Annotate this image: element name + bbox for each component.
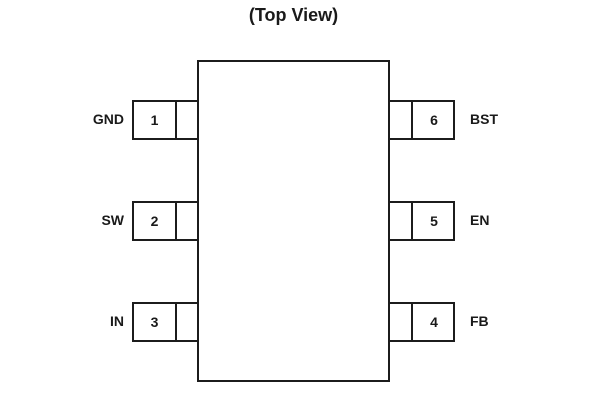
pin-1-divider: [175, 102, 177, 138]
pin-2-label-sw: SW: [101, 212, 124, 228]
pin-3-divider: [175, 304, 177, 340]
pin-2: 2: [132, 201, 199, 241]
diagram-title: (Top View): [248, 5, 339, 25]
pin-2-number: 2: [150, 213, 159, 229]
pin-2-divider: [175, 203, 177, 239]
pin-4-divider: [411, 304, 413, 340]
pin-4-label-fb: FB: [470, 313, 489, 329]
pin-3-label-in: IN: [110, 313, 124, 329]
chip-body: [197, 60, 390, 382]
pin-6-divider: [411, 102, 413, 138]
pin-6: 6: [388, 100, 455, 140]
pin-3: 3: [132, 302, 199, 342]
pin-5-label-en: EN: [470, 212, 490, 228]
pin-3-number: 3: [150, 314, 159, 330]
pin-1: 1: [132, 100, 199, 140]
pin-4-number: 4: [430, 314, 438, 330]
pin-4: 4: [388, 302, 455, 342]
pin-6-number: 6: [430, 112, 438, 128]
pin-5-divider: [411, 203, 413, 239]
pin-5: 5: [388, 201, 455, 241]
pin-5-number: 5: [430, 213, 438, 229]
pin-6-label-bst: BST: [470, 111, 498, 127]
pin-1-label-gnd: GND: [92, 111, 124, 127]
pin-1-number: 1: [150, 112, 159, 128]
